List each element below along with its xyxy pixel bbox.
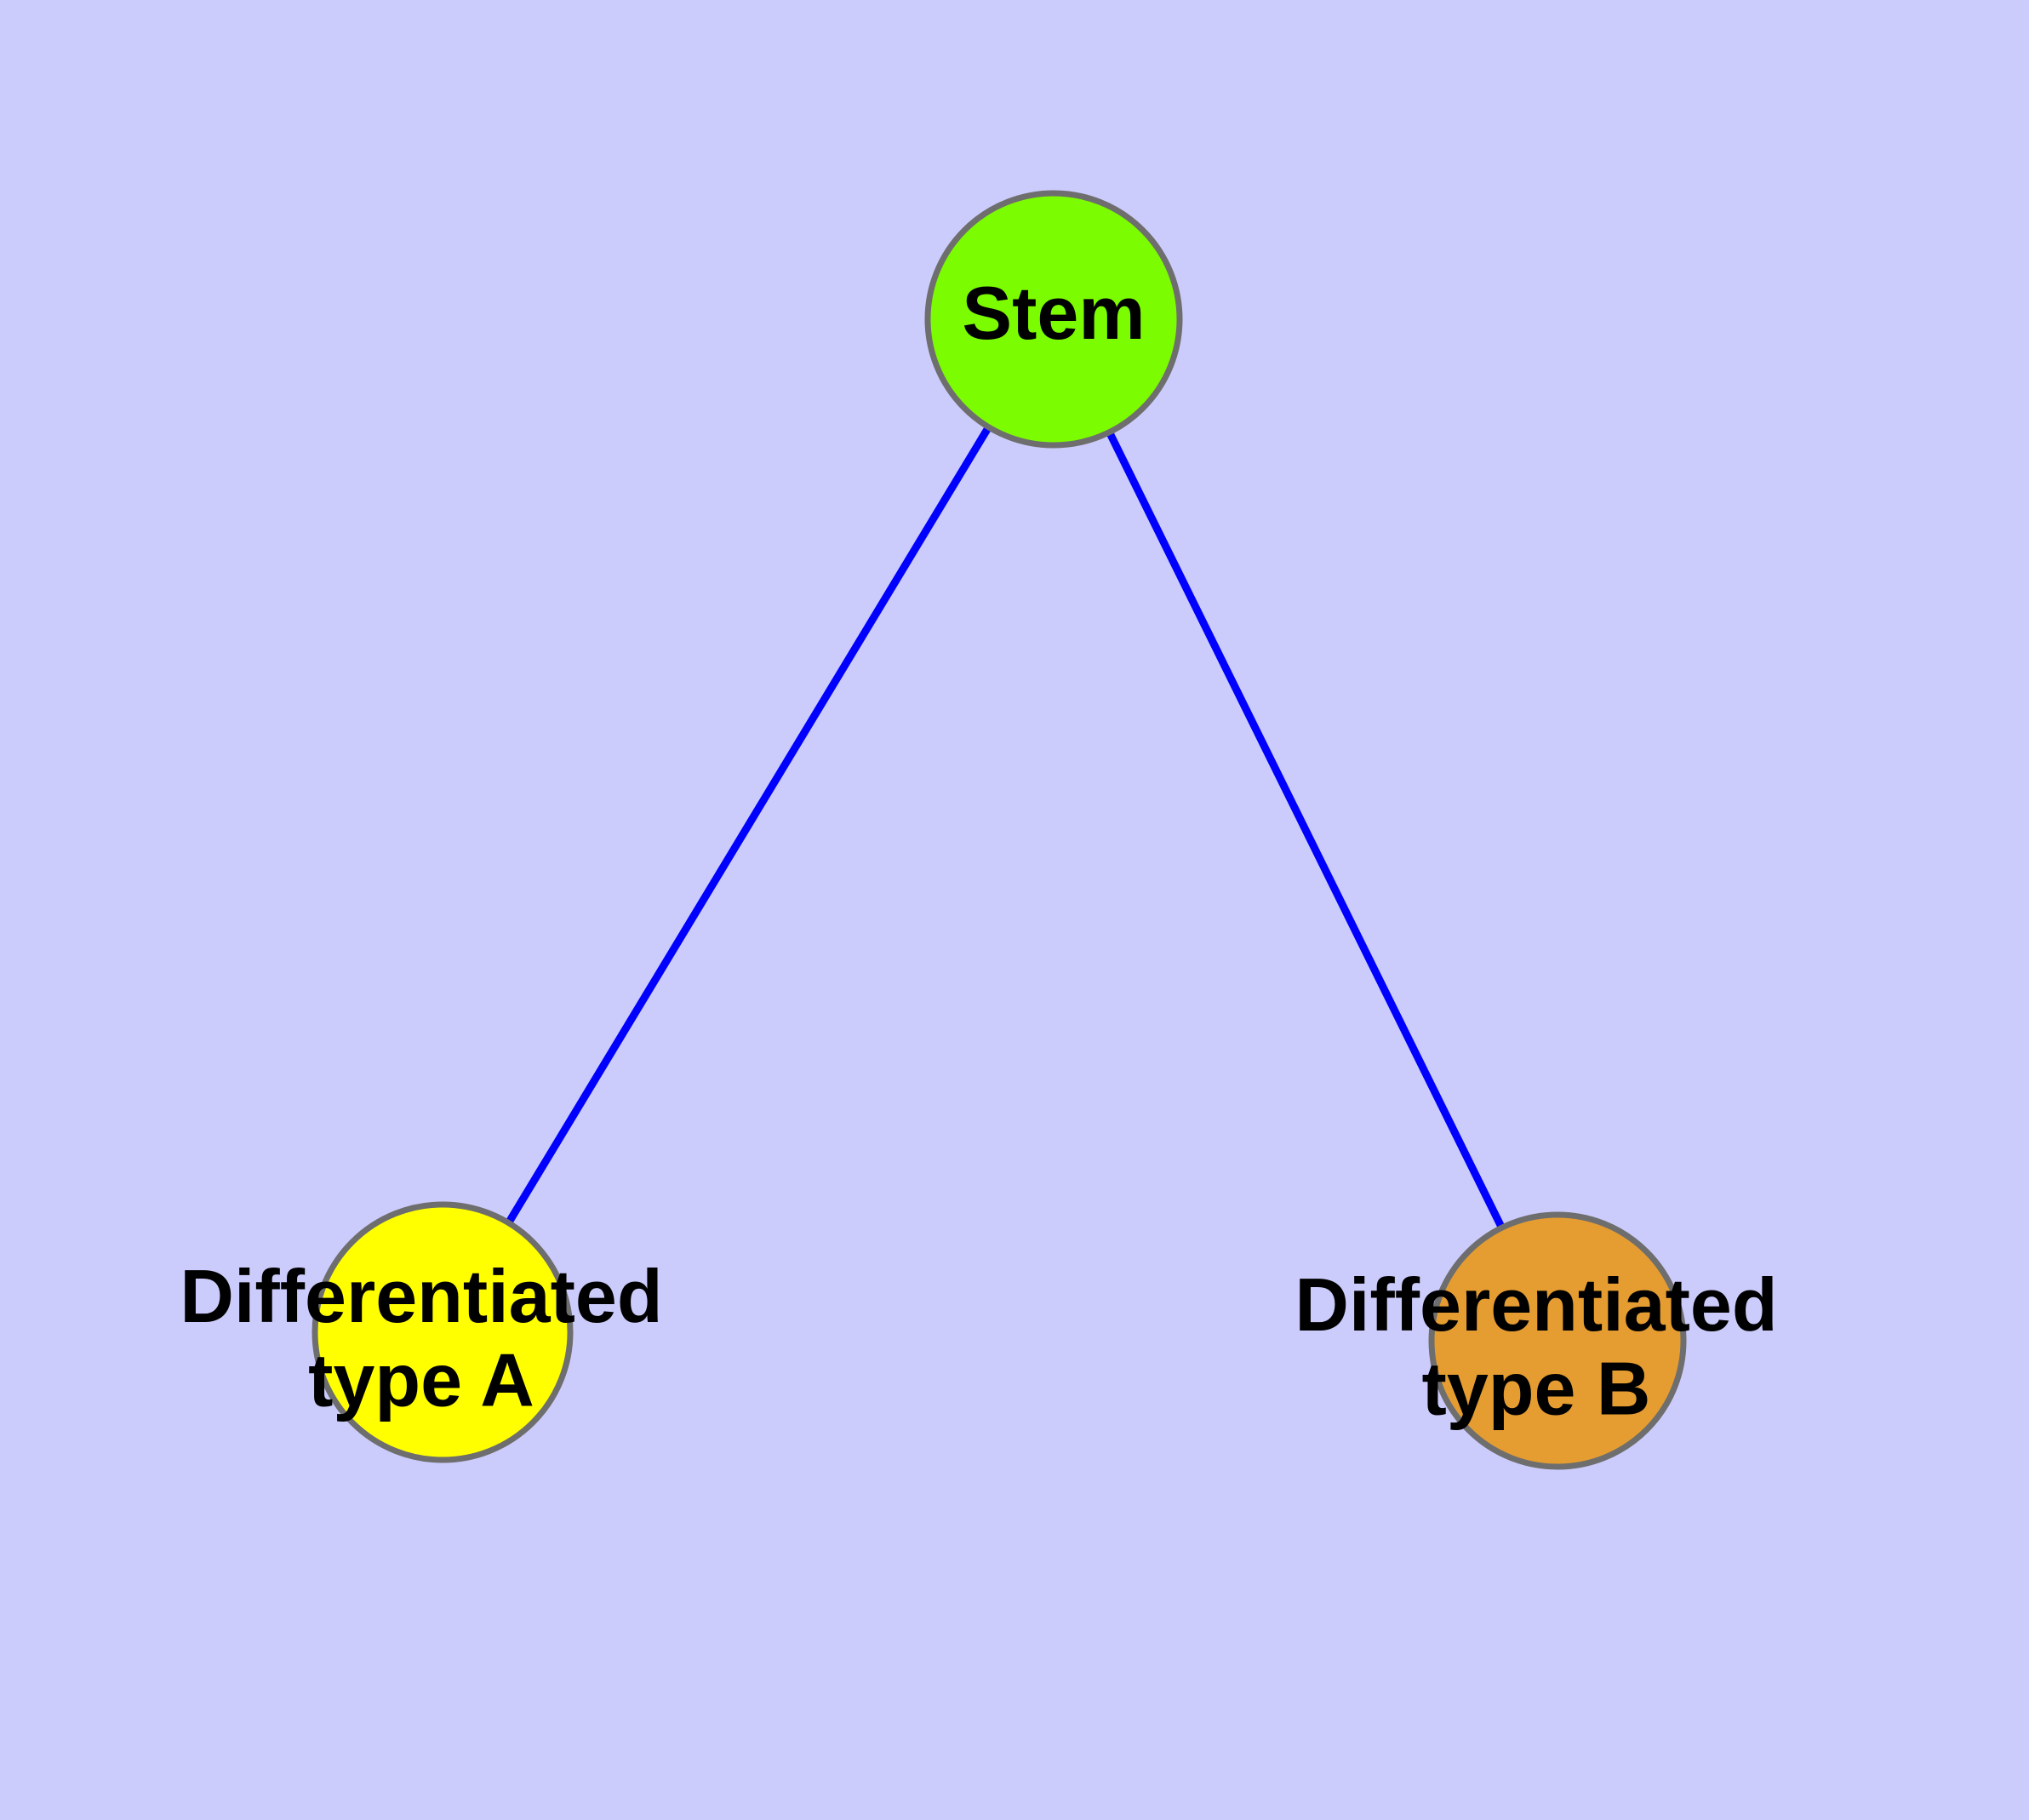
edge-layer: [503, 421, 1507, 1233]
label-line: type B: [1422, 1347, 1651, 1431]
node-differentiated-type-b[interactable]: [1428, 1211, 1687, 1470]
node-stem[interactable]: [924, 190, 1183, 449]
edge-stem-to-differentiated-type-b[interactable]: [1104, 427, 1507, 1233]
label-line: Differentiated: [180, 1254, 662, 1338]
label-line: Differentiated: [1295, 1262, 1777, 1347]
node-layer: [311, 190, 1687, 1470]
node-label-stem: Stem: [962, 271, 1145, 355]
edge-stem-to-differentiated-type-a[interactable]: [503, 421, 994, 1228]
label-line: type A: [308, 1338, 534, 1422]
label-line: Stem: [962, 271, 1145, 355]
node-differentiated-type-a[interactable]: [311, 1201, 574, 1463]
